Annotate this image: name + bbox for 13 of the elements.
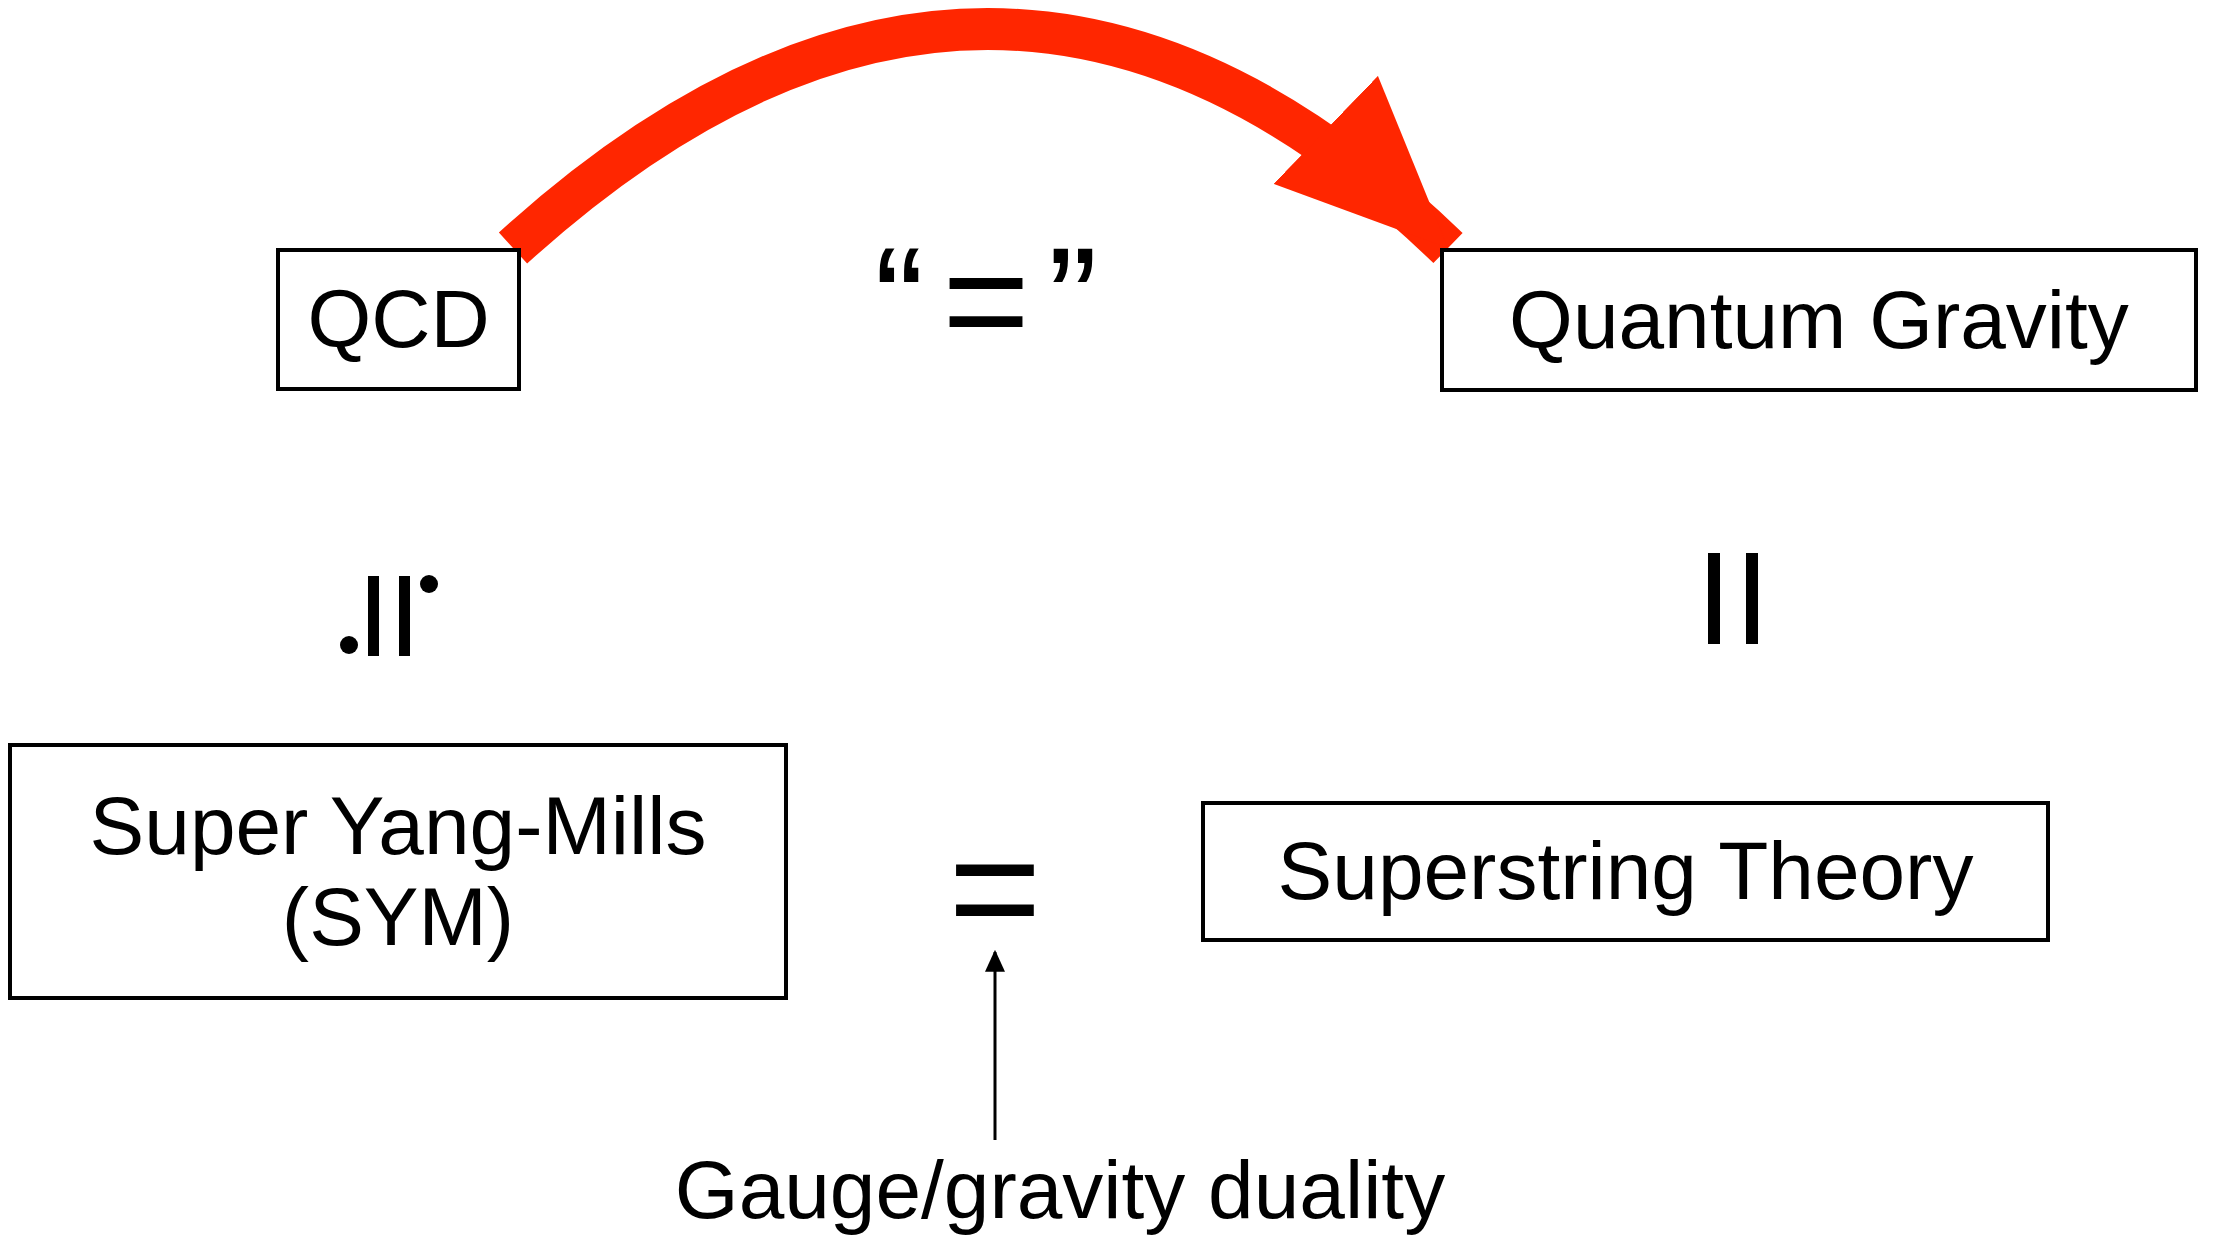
equal-sign: = xyxy=(948,824,1042,952)
quoted-equal-sign: “=” xyxy=(873,225,1117,375)
box-label: Quantum Gravity xyxy=(1509,274,2129,366)
box-label: QCD xyxy=(307,274,490,365)
theory-box xyxy=(276,248,521,391)
theory-box xyxy=(1440,248,2198,392)
arrow xyxy=(985,949,1005,1140)
theory-box xyxy=(1201,801,2050,942)
curved-arrow xyxy=(499,8,1462,265)
box-label: Superstring Theory xyxy=(1277,826,1974,917)
theory-box xyxy=(8,743,788,1000)
box-label: Super Yang-Mills (SYM) xyxy=(88,781,708,962)
annotation-text: Gauge/gravity duality xyxy=(674,1144,1446,1236)
